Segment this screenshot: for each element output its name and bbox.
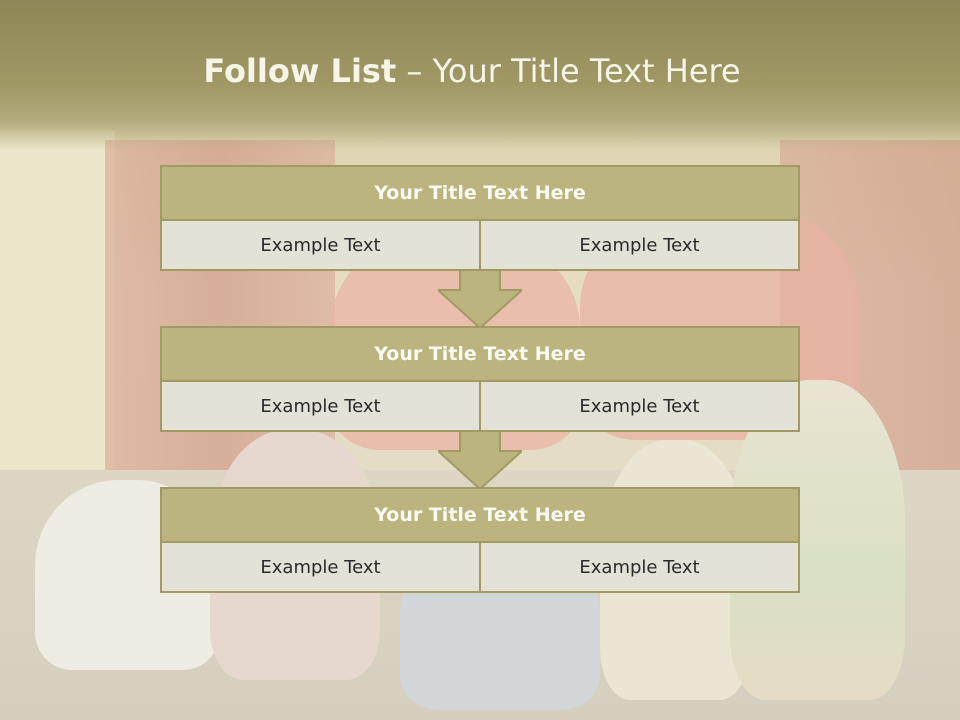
step-block-1: Your Title Text Here Example Text Exampl… [160, 165, 800, 271]
down-arrow-icon [438, 270, 522, 328]
step-title: Your Title Text Here [160, 326, 800, 382]
step-title: Your Title Text Here [160, 487, 800, 543]
step-cell-right: Example Text [481, 382, 800, 432]
step-block-3: Your Title Text Here Example Text Exampl… [160, 487, 800, 593]
step-cell-left: Example Text [160, 543, 481, 593]
step-cell-right: Example Text [481, 221, 800, 271]
step-title: Your Title Text Here [160, 165, 800, 221]
page-title-rest: – Your Title Text Here [396, 52, 741, 90]
step-cell-left: Example Text [160, 221, 481, 271]
down-arrow-icon [438, 431, 522, 489]
step-cell-left: Example Text [160, 382, 481, 432]
page-title: Follow List – Your Title Text Here [0, 52, 944, 90]
page-title-bold: Follow List [203, 52, 397, 90]
step-cell-right: Example Text [481, 543, 800, 593]
title-band [0, 0, 960, 150]
step-block-2: Your Title Text Here Example Text Exampl… [160, 326, 800, 432]
